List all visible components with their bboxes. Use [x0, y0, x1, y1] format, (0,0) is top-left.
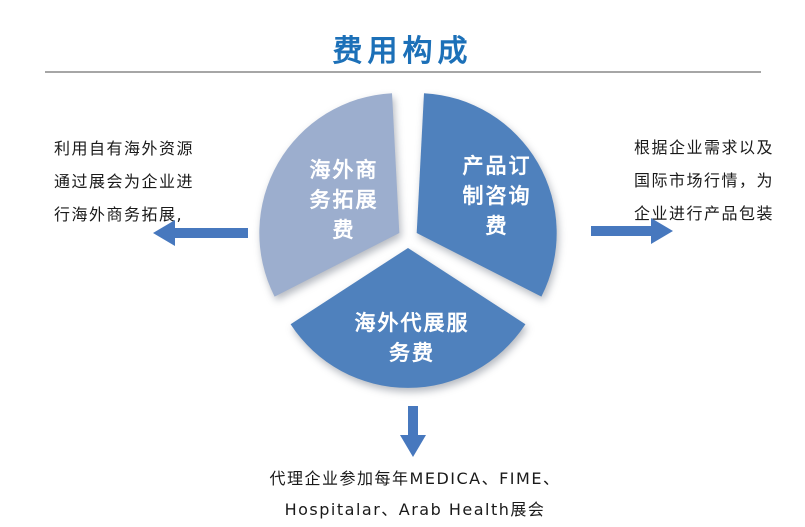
page-title: 费用构成: [332, 34, 473, 69]
annotation-left-line-3: 行海外商务拓展,: [54, 205, 184, 224]
annotation-bottom-line-1: 代理企业参加每年MEDICA、FIME、: [269, 469, 561, 488]
segment-label-product-customization: 产品订制咨询费: [462, 154, 532, 238]
title-divider: [45, 71, 761, 73]
pie-chart: [258, 88, 558, 388]
segment-label-overseas-exhibition-service: 海外代展服务费: [354, 311, 470, 365]
annotation-right-line-2: 国际市场行情，为: [634, 171, 775, 190]
annotation-left: 利用自有海外资源 通过展会为企业进 行海外商务拓展,: [54, 132, 216, 231]
pie-segment-overseas-exhibition-service: [290, 248, 526, 388]
annotation-right-line-3: 企业进行产品包装: [634, 204, 775, 223]
pie-segment-overseas-business-development: [259, 93, 400, 297]
annotation-right-line-1: 根据企业需求以及: [634, 138, 775, 157]
arrow-down-icon: [400, 406, 426, 457]
annotation-left-line-2: 通过展会为企业进: [54, 172, 195, 191]
annotation-left-line-1: 利用自有海外资源: [54, 139, 195, 158]
annotation-bottom: 代理企业参加每年MEDICA、FIME、 Hospitalar、Arab Hea…: [215, 463, 615, 525]
segment-label-overseas-business-development: 海外商务拓展费: [309, 158, 379, 242]
annotation-right: 根据企业需求以及 国际市场行情，为 企业进行产品包装: [634, 131, 799, 230]
pie-segment-product-customization: [416, 93, 557, 297]
arrow-right-icon: [591, 218, 673, 244]
arrow-left-icon: [153, 220, 248, 246]
annotation-bottom-line-2: Hospitalar、Arab Health展会: [284, 500, 546, 519]
pie-chart-svg: [259, 93, 557, 388]
